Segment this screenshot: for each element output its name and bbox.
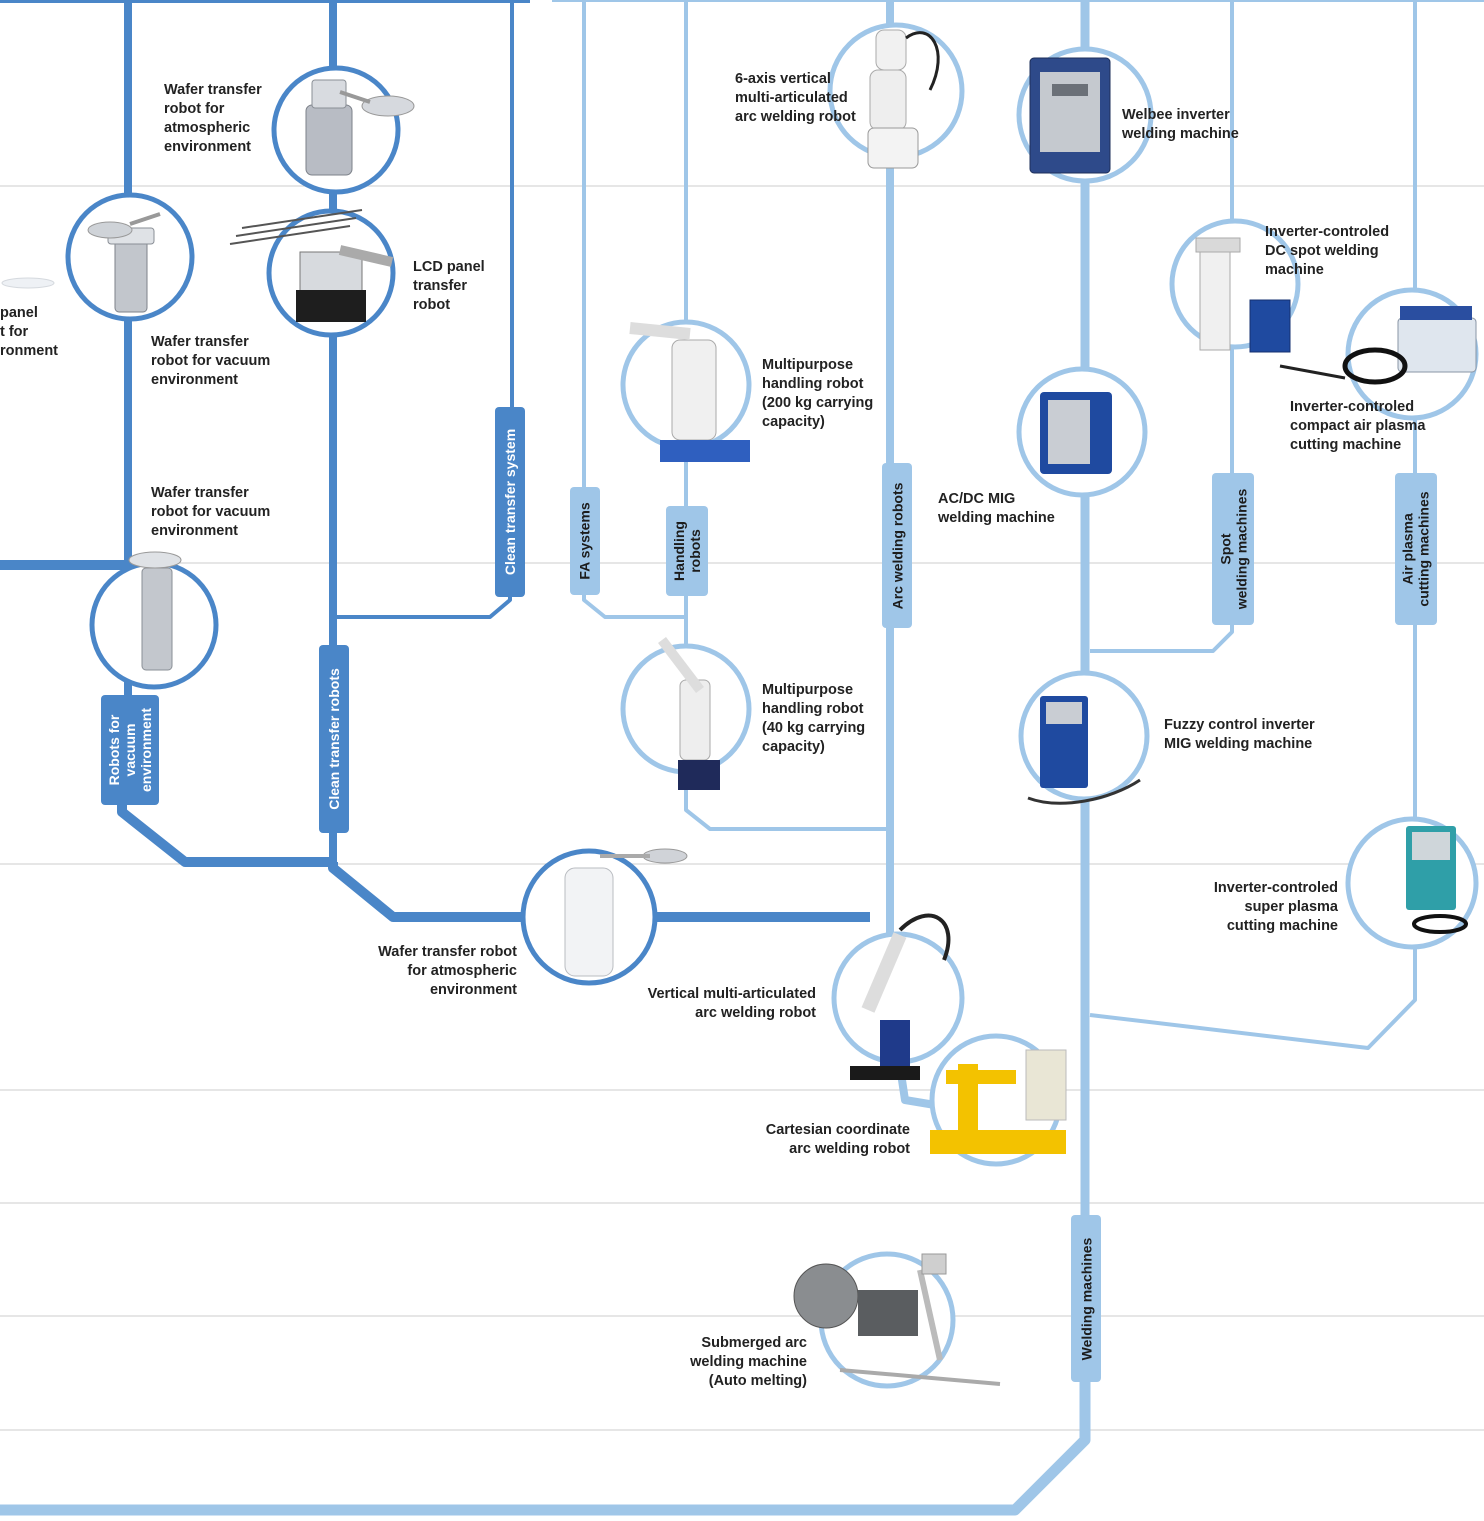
product-illustrations: [1, 29, 1477, 1386]
label-multipurpose-40kg: Multipurpose handling robot (40 kg carry…: [762, 682, 866, 755]
tab-label: Handling robots: [671, 521, 704, 581]
tab-label: Welding machines: [1078, 1237, 1095, 1360]
tab-spot-welding-machines: Spot welding machines: [1212, 473, 1254, 625]
label-wafer-transfer-vacuum-2: Wafer transfer robot for vacuum environm…: [151, 485, 271, 539]
tab-label: FA systems: [577, 502, 593, 580]
six-axis-robot-image: [867, 29, 940, 169]
tab-robots-for-vacuum-environment: Robots for vacuum environment: [101, 695, 159, 805]
label-vertical-arc-welding-robot: Vertical multi-articulated arc welding r…: [647, 986, 816, 1021]
tab-label: Air plasma cutting machines: [1400, 491, 1433, 607]
label-wafer-transfer-vacuum-1: Wafer transfer robot for vacuum environm…: [151, 334, 271, 388]
tab-air-plasma-cutting-machines: Air plasma cutting machines: [1395, 473, 1437, 625]
label-lcd-panel-cut-off: panel t for ronment: [0, 305, 58, 359]
tab-clean-transfer-system: Clean transfer system: [495, 407, 525, 597]
label-multipurpose-200kg: Multipurpose handling robot (200 kg carr…: [762, 357, 874, 430]
compact-plasma-machine-image: [1279, 306, 1477, 385]
wafer-robot-atmos-bottom-image: [564, 848, 688, 977]
tab-label: Arc welding robots: [889, 482, 906, 609]
cartesian-robot-image: [930, 1049, 1067, 1154]
tab-handling-robots: Handling robots: [666, 506, 708, 596]
fuzzy-mig-machine-image: [1027, 696, 1141, 805]
label-fuzzy-control-mig: Fuzzy control inverter MIG welding machi…: [1164, 717, 1315, 752]
tab-label: Spot welding machines: [1217, 488, 1249, 610]
dc-spot-machine-image: [1195, 237, 1291, 353]
label-wafer-transfer-atmospheric-top: Wafer transfer robot for atmospheric env…: [164, 82, 262, 155]
wafer-robot-atmos-top-image: [305, 79, 415, 176]
label-acdc-mig: AC/DC MIG welding machine: [938, 491, 1055, 526]
submerged-arc-machine-image: [793, 1253, 1001, 1386]
tab-label: Robots for vacuum environment: [106, 707, 155, 793]
tab-welding-machines: Welding machines: [1071, 1215, 1101, 1382]
acdc-mig-machine-image: [1040, 392, 1112, 474]
multipurpose-40-robot-image: [658, 636, 720, 790]
lcd-panel-robot-image: [229, 209, 394, 322]
tab-fa-systems: FA systems: [570, 487, 600, 595]
super-plasma-machine-image: [1406, 826, 1468, 934]
multipurpose-200-robot-image: [629, 322, 750, 462]
vertical-arc-robot-image: [850, 913, 951, 1080]
label-inverter-compact-air-plasma: Inverter-controled compact air plasma cu…: [1290, 399, 1426, 453]
wafer-robot-vacuum-2-image: [128, 551, 182, 671]
label-welbee-inverter: Welbee inverter welding machine: [1122, 107, 1239, 142]
label-lcd-panel-transfer-robot: LCD panel transfer robot: [413, 259, 485, 313]
label-six-axis-arc-welding-robot: 6-axis vertical multi-articulated arc we…: [735, 71, 856, 125]
tab-clean-transfer-robots: Clean transfer robots: [319, 645, 349, 833]
lcd-panel-partial-image: [1, 277, 55, 289]
tab-arc-welding-robots: Arc welding robots: [882, 463, 912, 628]
label-inverter-dc-spot: Inverter-controled DC spot welding machi…: [1265, 224, 1390, 278]
label-wafer-transfer-atmospheric-bottom: Wafer transfer robot for atmospheric env…: [378, 944, 517, 998]
welbee-machine-image: [1029, 57, 1111, 174]
label-submerged-arc-welding: Submerged arc welding machine (Auto melt…: [690, 1335, 807, 1389]
wafer-robot-vacuum-1-image: [87, 212, 161, 313]
label-inverter-super-plasma: Inverter-controled super plasma cutting …: [1213, 880, 1338, 934]
tab-label: Clean transfer system: [502, 428, 519, 576]
label-cartesian-arc-welding-robot: Cartesian coordinate arc welding robot: [765, 1122, 910, 1157]
tab-label: Clean transfer robots: [326, 668, 342, 810]
